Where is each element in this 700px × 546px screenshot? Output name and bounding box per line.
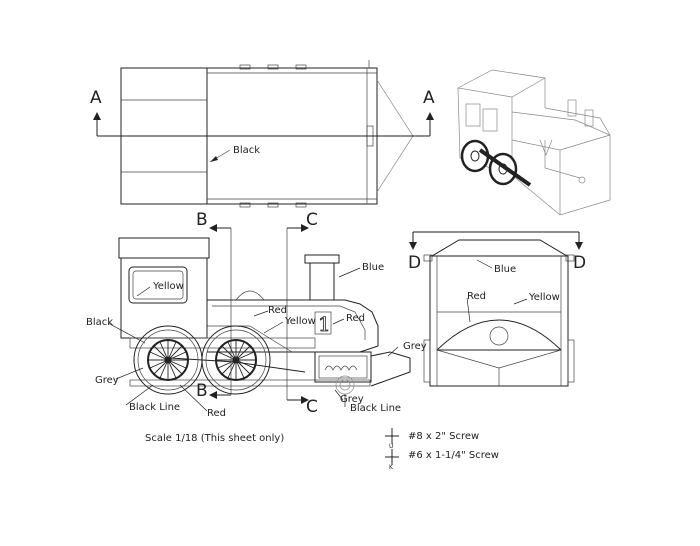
front-plate	[314, 351, 372, 383]
callout-black-line-right: Black Line	[350, 403, 401, 414]
callout-black: Black	[86, 317, 113, 328]
front-body	[429, 255, 569, 387]
callout-grey-bottom: Grey	[340, 394, 364, 405]
front-wheel	[201, 325, 271, 395]
front-roof	[431, 239, 568, 257]
front-view: D D Blue Red Yellow	[408, 231, 586, 387]
screw-6-label: #6 x 1-1/4" Screw	[408, 450, 499, 461]
side-view: 1	[86, 210, 427, 419]
callout-black-line-left: Black Line	[129, 402, 180, 413]
smokestack	[309, 262, 335, 301]
rear-wheel	[133, 325, 203, 395]
cab-roof	[118, 237, 210, 259]
scale-note: Scale 1/18 (This sheet only)	[145, 433, 284, 444]
callout-cab-yellow: Yellow	[152, 281, 184, 292]
callout-front-blue: Blue	[494, 264, 516, 275]
callout-front-red: Red	[467, 291, 486, 302]
screw-8-code: U	[389, 443, 393, 450]
callout-body-yellow: Yellow	[284, 316, 316, 327]
screw-6-code: K	[389, 464, 394, 471]
isometric-view	[456, 69, 611, 216]
callout-stack-blue: Blue	[362, 262, 384, 273]
callout-grey-left: Grey	[95, 375, 119, 386]
section-label-b-bottom: B	[196, 381, 208, 401]
number-plate: 1	[318, 312, 331, 336]
section-label-c-bottom: C	[306, 397, 318, 417]
section-label-d-left: D	[408, 253, 421, 273]
top-view: A A Black	[90, 60, 435, 208]
screw-legend: U #8 x 2" Screw K #6 x 1-1/4" Screw	[385, 428, 499, 471]
callout-red-1: Red	[268, 305, 287, 316]
callout-grey-right: Grey	[403, 341, 427, 352]
screw-8-label: #8 x 2" Screw	[408, 431, 479, 442]
section-label-a-right: A	[423, 88, 435, 108]
callout-red-bottom: Red	[207, 408, 226, 419]
cow-catcher	[370, 351, 411, 387]
cab-window	[128, 266, 188, 304]
callout-red-2: Red	[346, 313, 365, 324]
section-label-a-left: A	[90, 88, 102, 108]
callout-top-black: Black	[233, 145, 260, 156]
section-label-c-top: C	[306, 210, 318, 230]
callout-front-yellow: Yellow	[528, 292, 560, 303]
section-label-b-top: B	[196, 210, 208, 230]
section-label-d-right: D	[573, 253, 586, 273]
smokestack-cap	[304, 254, 340, 264]
boiler	[207, 299, 379, 353]
